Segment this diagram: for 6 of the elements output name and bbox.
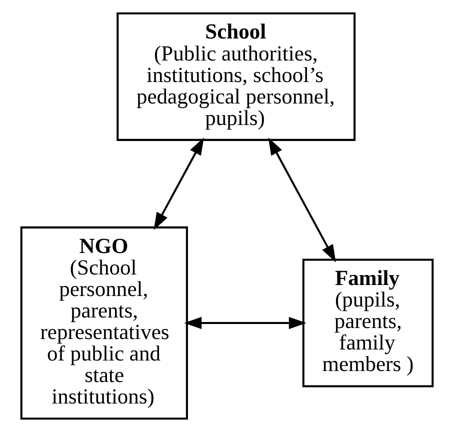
- arrow: [184, 316, 306, 330]
- arrow: [268, 137, 336, 262]
- arrow: [154, 137, 204, 230]
- node-box: School (Public authorities, institutions, school’s pedagogical personnel, pupils): [116, 12, 356, 141]
- node-box: Family (pupils, parents, family members ): [302, 258, 434, 388]
- node-box: NGO (School personnel, parents, representatives of public and state institutions): [20, 226, 188, 420]
